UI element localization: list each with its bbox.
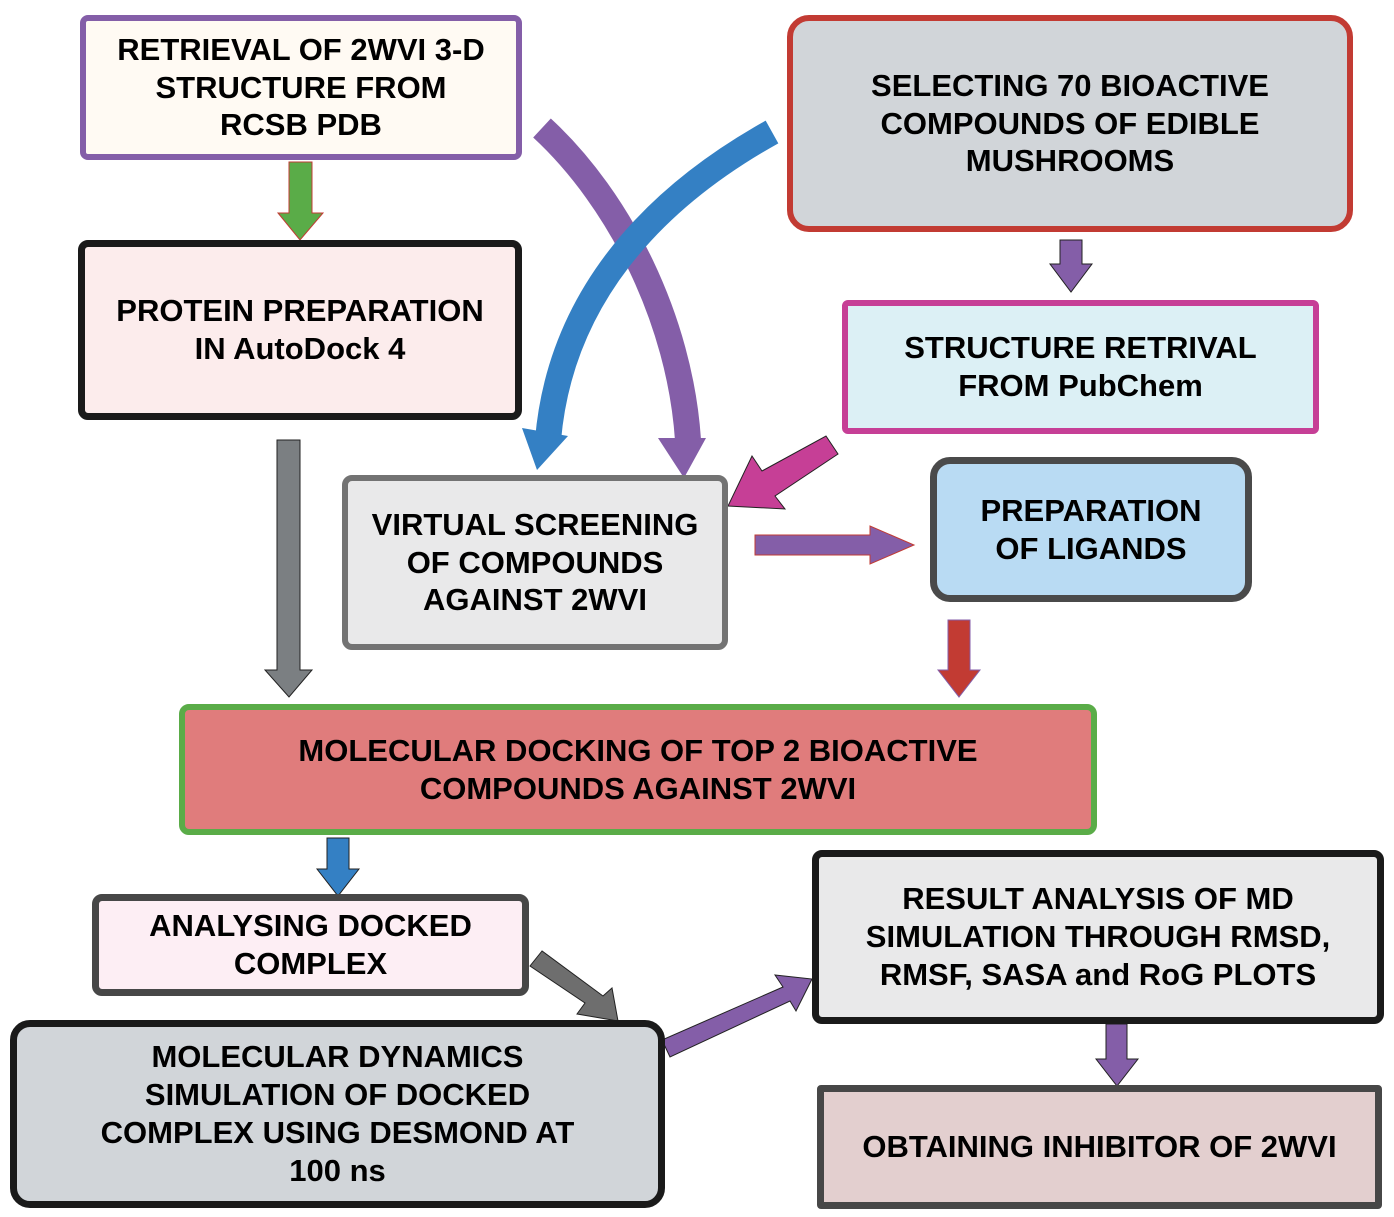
arrow-retrieval-to-virtual <box>533 118 701 441</box>
step-analysing-docked-complex-box: ANALYSING DOCKED COMPLEX <box>92 894 529 996</box>
step-analysing-docked-complex-label: ANALYSING DOCKED COMPLEX <box>149 908 472 981</box>
step-molecular-docking-box: MOLECULAR DOCKING OF TOP 2 BIOACTIVE COM… <box>179 704 1097 835</box>
arrow-selecting-to-virtual-head <box>522 428 568 470</box>
step-structure-retrieval-pubchem-box: STRUCTURE RETRIVAL FROM PubChem <box>842 300 1319 434</box>
step-molecular-docking-label: MOLECULAR DOCKING OF TOP 2 BIOACTIVE COM… <box>298 732 978 806</box>
arrow-md-to-result <box>661 974 813 1058</box>
step-protein-preparation-box: PROTEIN PREPARATION IN AutoDock 4 <box>78 240 522 420</box>
step-obtaining-inhibitor-box: OBTAINING INHIBITOR OF 2WVI <box>817 1085 1382 1209</box>
step-selecting-compounds-label: SELECTING 70 BIOACTIVE COMPOUNDS OF EDIB… <box>871 67 1269 179</box>
step-md-simulation-box: MOLECULAR DYNAMICS SIMULATION OF DOCKED … <box>10 1020 665 1208</box>
step-ligand-preparation-label: PREPARATION OF LIGANDS <box>980 492 1202 566</box>
step-virtual-screening-box: VIRTUAL SCREENING OF COMPOUNDS AGAINST 2… <box>342 475 728 650</box>
arrow-analysing-to-md <box>529 950 619 1022</box>
step-virtual-screening-label: VIRTUAL SCREENING OF COMPOUNDS AGAINST 2… <box>371 506 699 618</box>
arrow-pubchem-to-virtual <box>727 435 839 510</box>
step-obtaining-inhibitor-label: OBTAINING INHIBITOR OF 2WVI <box>862 1129 1337 1165</box>
step-ligand-preparation-box: PREPARATION OF LIGANDS <box>930 457 1252 602</box>
step-protein-preparation-label: PROTEIN PREPARATION IN AutoDock 4 <box>116 293 484 366</box>
arrow-retrieval-to-protein <box>276 161 325 241</box>
arrow-selecting-to-pubchem <box>1049 239 1093 293</box>
step-retrieval-box: RETRIEVAL OF 2WVI 3-D STRUCTURE FROM RCS… <box>80 15 522 160</box>
step-md-simulation-label: MOLECULAR DYNAMICS SIMULATION OF DOCKED … <box>100 1039 575 1188</box>
step-retrieval-label: RETRIEVAL OF 2WVI 3-D STRUCTURE FROM RCS… <box>117 31 485 143</box>
arrow-retrieval-to-virtual-head <box>658 438 706 478</box>
step-result-analysis-box: RESULT ANALYSIS OF MD SIMULATION THROUGH… <box>812 850 1384 1024</box>
arrow-ligands-to-docking <box>936 619 982 698</box>
step-result-analysis-label: RESULT ANALYSIS OF MD SIMULATION THROUGH… <box>865 881 1331 992</box>
arrow-docking-to-analysing <box>315 837 361 897</box>
arrow-result-to-obtaining <box>1094 1023 1140 1087</box>
arrow-protein-to-docking <box>263 439 314 698</box>
step-structure-retrieval-pubchem-label: STRUCTURE RETRIVAL FROM PubChem <box>904 330 1257 403</box>
arrow-virtual-to-ligands <box>754 525 916 565</box>
arrow-selecting-to-virtual <box>535 120 779 442</box>
step-selecting-compounds-box: SELECTING 70 BIOACTIVE COMPOUNDS OF EDIB… <box>787 15 1353 232</box>
